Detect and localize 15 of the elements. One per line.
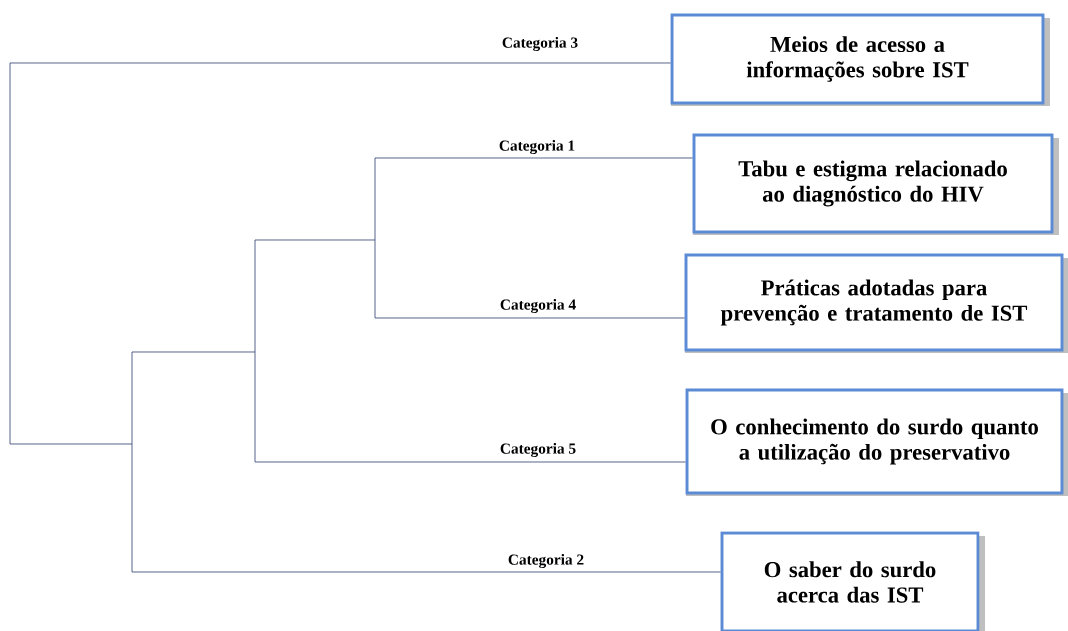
category-box: Meios de acesso a informações sobre IST	[670, 13, 1050, 106]
branch-line	[254, 461, 686, 463]
category-box: Práticas adotadas para prevenção e tratamento de IST	[684, 253, 1068, 353]
edge-label: Categoria 2	[508, 554, 584, 568]
branch-line	[9, 62, 671, 64]
category-box: O conhecimento do surdo quanto a utilização do preservativo	[685, 388, 1068, 496]
branch-line	[131, 571, 721, 573]
edge-label: Categoria 5	[500, 443, 576, 457]
branch-line	[374, 157, 693, 159]
edge-label: Categoria 4	[500, 299, 576, 313]
edge-label: Categoria 3	[502, 37, 578, 51]
category-box: O saber do surdo acerca das IST	[720, 531, 985, 631]
edge-label: Categoria 1	[499, 140, 575, 154]
branch-line	[374, 317, 685, 319]
category-box: Tabu e estigma relacionado ao diagnóstico do HIV	[692, 133, 1059, 235]
